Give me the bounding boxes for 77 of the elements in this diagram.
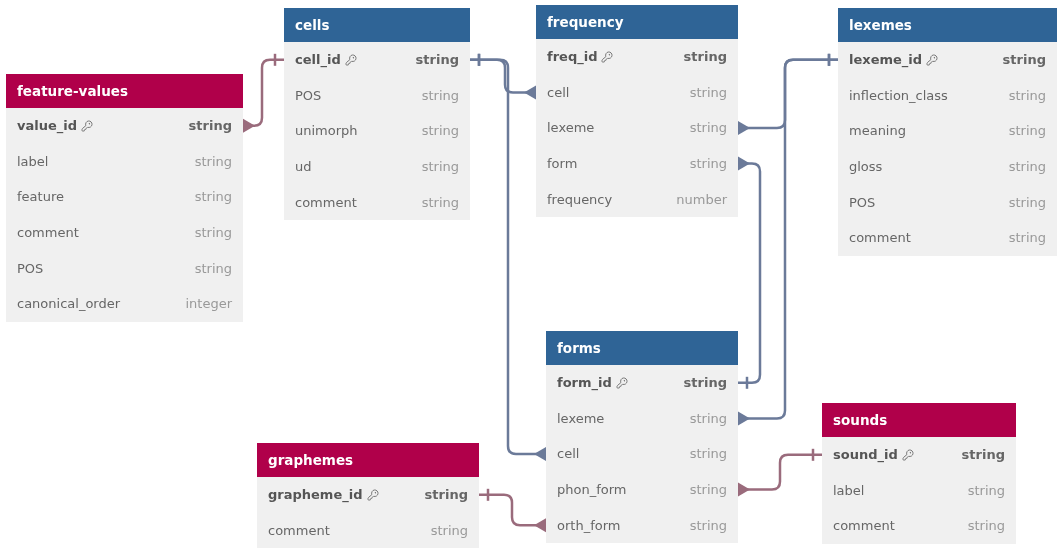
- field-type: string: [683, 375, 727, 391]
- field-name: phon_form: [557, 482, 627, 498]
- field-type: string: [961, 447, 1005, 463]
- field-name: comment: [833, 518, 895, 534]
- field-type: string: [421, 123, 459, 139]
- field-name: inflection_class: [849, 87, 948, 103]
- field-type: string: [689, 482, 727, 498]
- relationship-line: [738, 447, 822, 497]
- field-type: string: [194, 260, 232, 276]
- field-type: string: [421, 194, 459, 210]
- field-type: string: [689, 120, 727, 136]
- table-header: cells: [284, 8, 470, 42]
- field-name: ud: [295, 159, 312, 175]
- field-type: string: [415, 52, 459, 68]
- field-type: string: [424, 487, 468, 503]
- field-type: number: [676, 191, 727, 207]
- table-header: feature-values: [6, 74, 243, 108]
- field-name: cell: [557, 446, 580, 462]
- field-type: string: [188, 118, 232, 134]
- relationship-line: [738, 52, 838, 426]
- field-name: POS: [295, 87, 322, 103]
- field-type: string: [194, 153, 232, 169]
- field-type: string: [689, 410, 727, 426]
- field-name: cell_id: [295, 52, 341, 68]
- field-type: string: [689, 517, 727, 533]
- field-name: form: [547, 156, 578, 172]
- field-type: integer: [185, 296, 232, 312]
- field-type: string: [683, 49, 727, 65]
- field-type: string: [689, 446, 727, 462]
- field-type: string: [421, 87, 459, 103]
- field-type: string: [430, 522, 468, 538]
- field-type: string: [1002, 52, 1046, 68]
- field-name: grapheme_id: [268, 487, 363, 503]
- relationship-line: [243, 52, 284, 133]
- field-name: frequency: [547, 191, 613, 207]
- field-name: gloss: [849, 159, 883, 175]
- field-type: string: [967, 482, 1005, 498]
- field-type: string: [1008, 194, 1046, 210]
- field-name: lexeme: [557, 410, 605, 426]
- field-type: string: [1008, 230, 1046, 246]
- table-header: frequency: [536, 5, 738, 39]
- field-type: string: [194, 189, 232, 205]
- field-name: feature: [17, 189, 64, 205]
- field-name: cell: [547, 84, 570, 100]
- field-name: comment: [295, 194, 357, 210]
- field-name: POS: [17, 260, 44, 276]
- field-name: value_id: [17, 118, 78, 134]
- field-type: string: [1008, 123, 1046, 139]
- field-name: lexeme: [547, 120, 595, 136]
- field-name: POS: [849, 194, 876, 210]
- relationship-line: [470, 52, 546, 461]
- field-type: string: [421, 159, 459, 175]
- field-name: meaning: [849, 123, 906, 139]
- table-header: lexemes: [838, 8, 1057, 42]
- field-name: sound_id: [833, 447, 898, 463]
- field-name: comment: [268, 522, 330, 538]
- relationship-line: [479, 487, 546, 533]
- field-name: label: [833, 482, 865, 498]
- field-type: string: [1008, 87, 1046, 103]
- field-name: canonical_order: [17, 296, 121, 312]
- field-type: string: [967, 518, 1005, 534]
- field-name: freq_id: [547, 49, 598, 65]
- table-header: sounds: [822, 403, 1016, 437]
- field-name: orth_form: [557, 517, 621, 533]
- field-name: form_id: [557, 375, 612, 391]
- field-name: unimorph: [295, 123, 358, 139]
- field-name: comment: [849, 230, 911, 246]
- field-type: string: [689, 156, 727, 172]
- field-type: string: [194, 225, 232, 241]
- table-header: forms: [546, 331, 738, 365]
- field-type: string: [689, 84, 727, 100]
- field-type: string: [1008, 159, 1046, 175]
- table-header: graphemes: [257, 443, 479, 477]
- relationship-line: [738, 156, 762, 391]
- field-name: lexeme_id: [849, 52, 923, 68]
- field-name: comment: [17, 225, 79, 241]
- field-name: label: [17, 153, 49, 169]
